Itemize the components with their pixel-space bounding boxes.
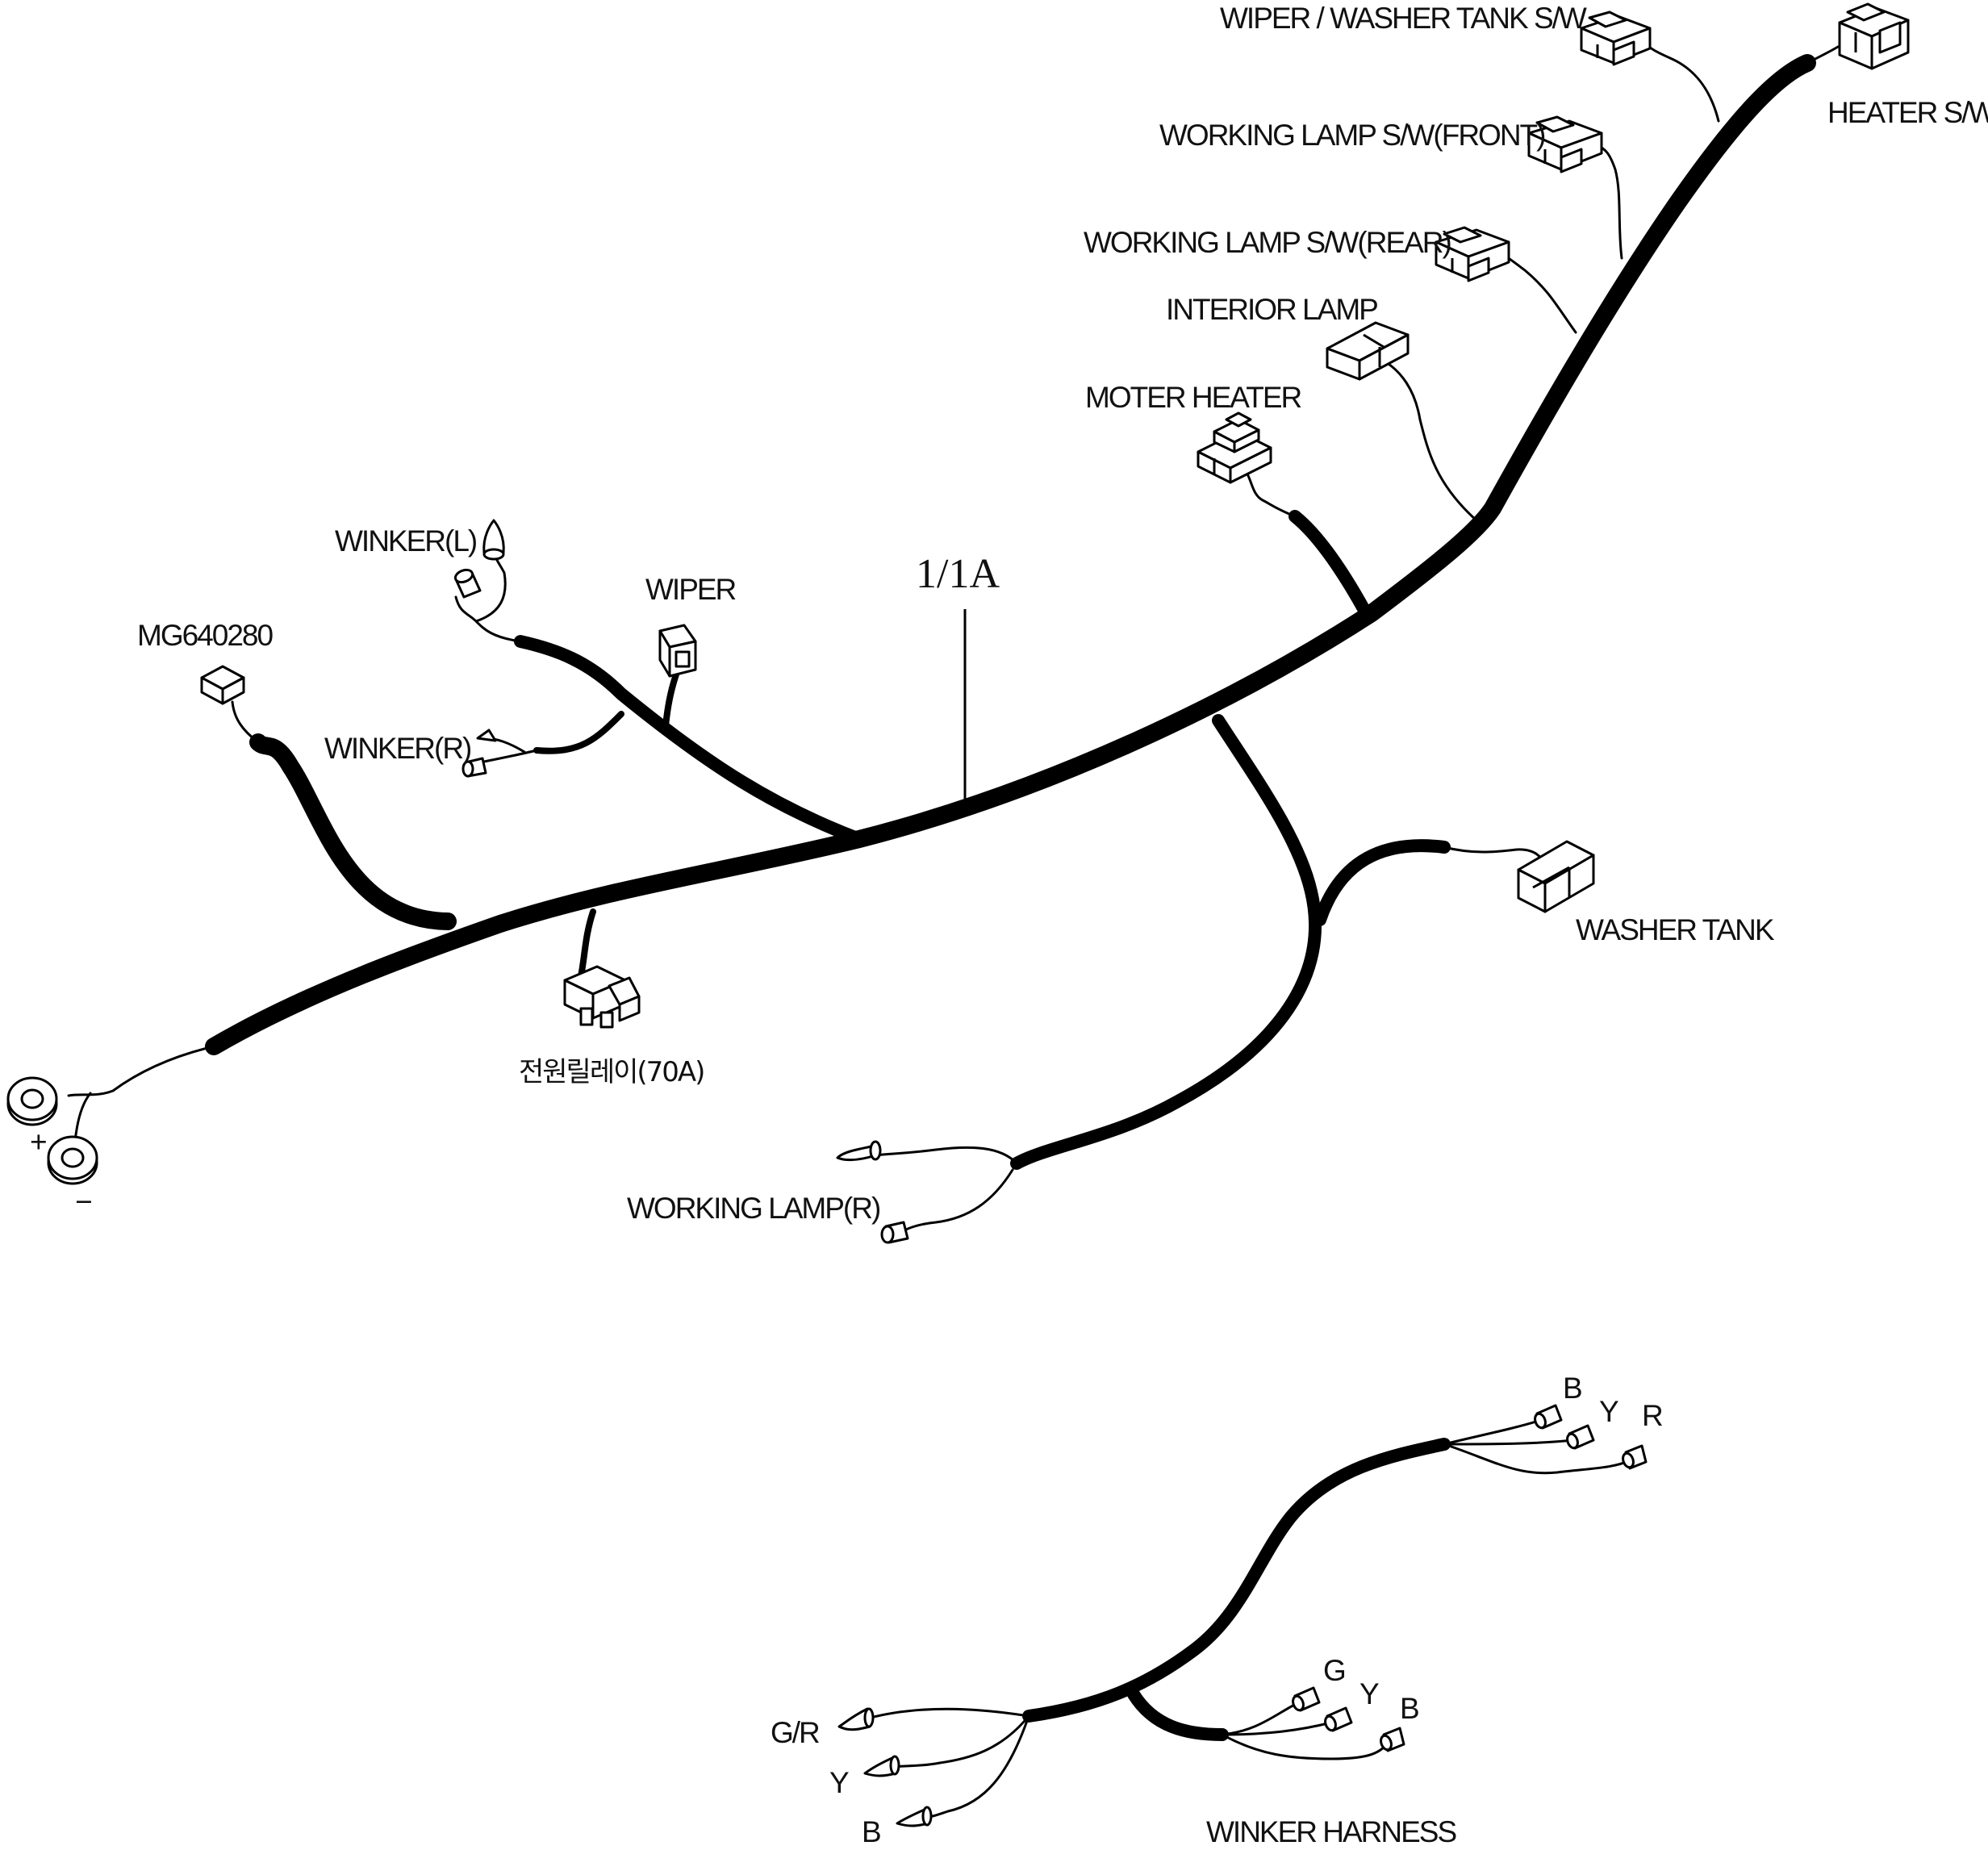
working-lamp-sw-rear-connector-icon [1435,226,1510,282]
mg640280-connector-icon [200,665,245,705]
branch-moter-heater [1288,510,1372,618]
heater-sw-connector-icon [1838,2,1910,70]
wire-battery [67,1045,215,1097]
wh-plug-y-mid-icon [1324,1706,1353,1732]
wh-plug-y-top-icon [1566,1424,1595,1450]
label-wiper-washer-tank-sw: WIPER / WASHER TANK S/W [1220,2,1587,35]
wh-plug-r-top-icon [1622,1444,1648,1470]
interior-lamp-connector-icon [1326,321,1410,381]
wire-moter-heater [1241,466,1297,518]
winker-harness-branch [1127,1688,1229,1741]
wire-heater-sw [1806,45,1840,65]
connectors [6,2,1910,1244]
label-power-relay: 전원릴레이(70A) [519,1056,704,1088]
label-mg640280: MG640280 [137,619,273,652]
label-working-lamp-sw-rear: WORKING LAMP S/W(REAR) [1084,226,1451,259]
wh-label-left-gr: G/R [771,1716,819,1749]
wiper-washer-tank-sw-connector-icon [1580,10,1652,66]
power-relay-connector-icon [563,965,641,1029]
working-lamp-r-bulb-icon [836,1140,882,1162]
wh-label-mid-b: B [1400,1692,1418,1725]
wh-plug-b-mid-icon [1380,1727,1405,1752]
winker-harness [837,1404,1648,1827]
label-washer-tank: WASHER TANK [1576,913,1775,946]
wire-working-lamp-r [874,1146,1018,1234]
wire-interior-lamp [1370,353,1478,522]
branch-mg640280 [249,733,457,930]
label-wiper: WIPER [645,573,736,606]
winker-r-plug-icon [461,757,487,778]
wire-wiper-washer-sw [1640,39,1720,123]
battery-plus-sign: + [30,1125,46,1159]
label-working-lamp-sw-front: WORKING LAMP S/W(FRONT) [1159,119,1545,152]
label-winker-harness: WINKER HARNESS [1206,1815,1456,1848]
branch-washer-tank [1314,839,1451,926]
branch-winker-wiper [514,635,866,846]
wh-plug-g-mid-icon [1292,1686,1321,1712]
label-interior-lamp: INTERIOR LAMP [1166,293,1377,326]
wire-mg640280 [231,700,260,744]
battery-minus-terminal-icon [47,1135,98,1185]
wh-bulb-y-icon [863,1755,900,1777]
wh-label-left-b: B [862,1815,880,1848]
wh-bulb-gr-icon [837,1707,875,1731]
winker-harness-trunk [1022,1438,1451,1723]
label-working-lamp-r: WORKING LAMP(R) [627,1192,880,1225]
battery-minus-sign: − [75,1185,91,1218]
moter-heater-connector-icon [1197,411,1272,484]
labels: 1/1A WIPER / WASHER TANK S/W HEATER S/W … [30,2,1988,1848]
label-winker-l: WINKER(L) [335,524,477,558]
wire-winker-r [533,711,624,754]
working-lamp-r-plug-icon [880,1221,909,1244]
main-trunk [205,54,1816,1055]
wh-label-top-r: R [1642,1399,1662,1432]
winker-l-bulb-icon [482,519,505,561]
washer-tank-connector-icon [1517,840,1595,913]
wh-label-top-y: Y [1599,1395,1618,1428]
wh-bulb-b-icon [896,1806,933,1827]
wire-power-relay [578,908,596,979]
label-winker-r: WINKER(R) [324,732,471,765]
wiper-connector-icon [658,624,697,678]
harness-code: 1/1A [916,551,1000,597]
label-moter-heater: MOTER HEATER [1085,381,1301,414]
branch-washer-working [1010,714,1322,1170]
wire-winker-r-thin [478,737,538,764]
wh-wire-top [1443,1418,1631,1475]
battery-plus-terminal-icon [6,1076,58,1126]
winker-r-bulb-icon [476,729,497,742]
main-harness [67,39,1840,1234]
working-lamp-sw-front-connector-icon [1527,115,1603,173]
wh-wire-left [866,1707,1030,1819]
wire-battery-minus [73,1092,92,1143]
wire-wl-front [1596,144,1623,260]
wh-plug-b-top-icon [1534,1404,1563,1430]
wh-label-left-y: Y [829,1766,849,1799]
wh-label-mid-y: Y [1359,1677,1379,1710]
winker-l-plug-icon [453,568,482,599]
wh-label-top-b: B [1563,1372,1581,1405]
wh-label-mid-g: G [1323,1654,1345,1687]
label-heater-sw: HEATER S/W [1827,96,1988,129]
wh-wire-mid [1221,1701,1389,1760]
wire-wiper [662,666,681,729]
